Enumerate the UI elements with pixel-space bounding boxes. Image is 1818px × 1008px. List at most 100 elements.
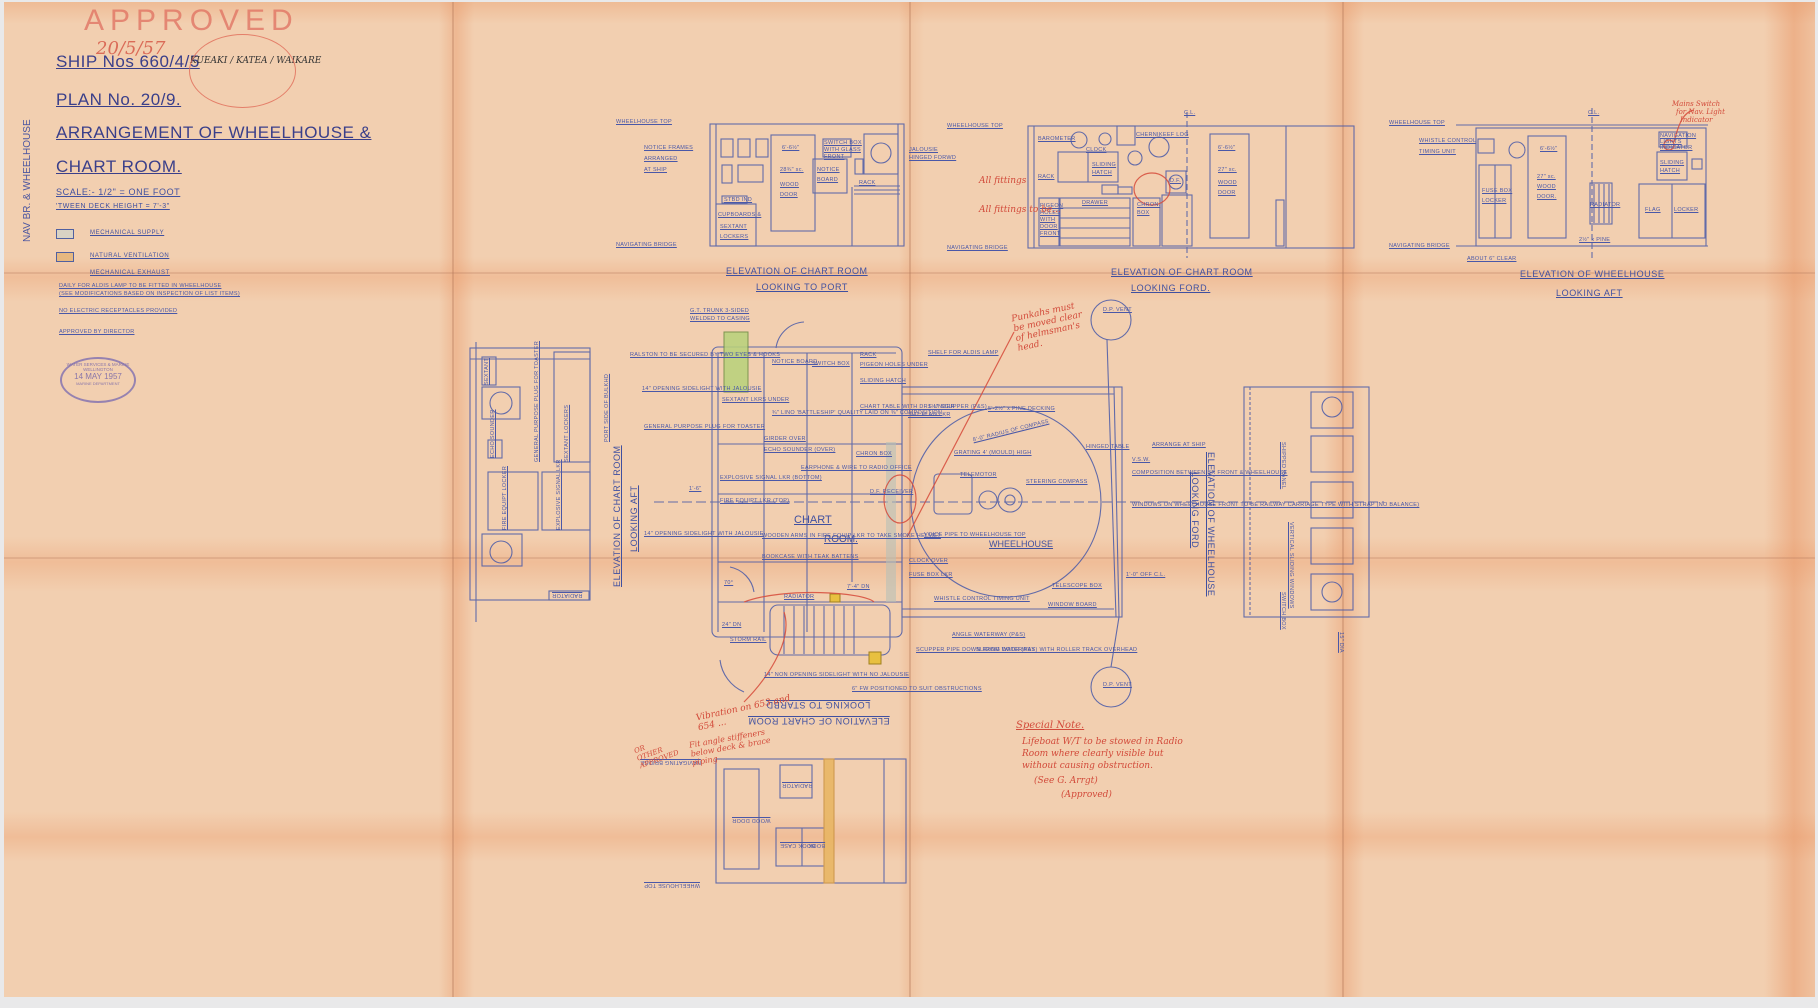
label: SHELF FOR ALDIS LAMP (928, 350, 999, 356)
label-wheelhouse-top: WHEELHOUSE TOP (1389, 120, 1445, 126)
label: ECHO SOUNDER (OVER) (764, 447, 836, 453)
label: SEXTANT (720, 224, 748, 230)
label: SEXTANT LOCKERS (564, 404, 570, 462)
label: 5'-2½" x PINE DECKING (988, 406, 1056, 412)
special-note-body: Lifeboat W/T to be stowed in Radio Room … (1022, 737, 1183, 771)
label: GIRDER OVER (764, 436, 806, 442)
stamp-line: MARINE DEPARTMENT (76, 381, 120, 386)
label: GENERAL PURPOSE PLUG FOR TOASTER (534, 340, 540, 462)
red-circle-annotation (189, 34, 296, 108)
label: JALOUSIE (909, 147, 938, 153)
drawing-title-line2: CHART ROOM. (56, 157, 182, 176)
fold-line (4, 272, 1815, 274)
red-annotation: All fittings to be... (979, 205, 1061, 215)
elevation-subtitle: LOOKING TO PORT (756, 282, 849, 292)
note: (SEE MODIFICATIONS BASED ON INSPECTION O… (59, 291, 241, 297)
label-wheelhouse-top: WHEELHOUSE TOP (947, 123, 1003, 129)
label: CHART TABLE WITH DRS UNDER (860, 404, 955, 410)
label: ANGLE WATERWAY (P&S) (952, 632, 1026, 638)
label: WOODEN ARMS IN FIRE EQUIP LKR TO TAKE SM… (762, 533, 941, 539)
label: ECHO SOUNDER (490, 409, 496, 458)
label: DOOR (1040, 224, 1058, 230)
approved-date: 20/5/57 (96, 38, 166, 59)
elevation-title: ELEVATION OF CHART ROOM (1111, 267, 1253, 277)
label: 6'-6½" (1540, 146, 1558, 152)
red-annotation: for Nav. Light (1676, 108, 1725, 116)
label: EARPHONE & WIRE TO RADIO OFFICE (801, 465, 912, 471)
label: 7'-4" DN (847, 584, 870, 590)
elevation-title: ELEVATION OF CHART ROOM (612, 445, 622, 587)
label: DOOR. (1537, 194, 1557, 200)
label: NOTICE BOARD (772, 359, 818, 365)
label: WOOD DOOR (732, 817, 771, 823)
label: RACK (1038, 174, 1055, 180)
label: FIRE EQUIPT LOCKER (502, 466, 508, 530)
label: RADIATOR (1590, 202, 1621, 208)
wheelhouse-label: WHEELHOUSE (989, 539, 1054, 549)
label: WINDOWS ON WHEELHOUSE FRONT TO BE RAILWA… (1132, 502, 1420, 508)
label: 6" FW POSITIONED TO SUIT OBSTRUCTIONS (852, 686, 982, 692)
label: RACK (859, 180, 876, 186)
elevation-subtitle: LOOKING AFT (629, 485, 639, 552)
label: BOOKCASE WITH TEAK BATTENS (762, 554, 859, 560)
elevation-subtitle: LOOKING AFT (1556, 288, 1623, 298)
label: EXPLOSIVE SIGNAL LKR (BOTTOM) (720, 475, 822, 481)
label: BOX (1137, 210, 1150, 216)
label: LIGHTS (1660, 139, 1682, 145)
label: SLIDING (1660, 160, 1685, 166)
label: DOOR (1218, 190, 1236, 196)
label: HINGED FORWD (909, 155, 957, 161)
elevation-title: ELEVATION OF CHART ROOM (726, 266, 868, 276)
label: RADIATOR (784, 594, 815, 600)
label: DRAWER (1082, 200, 1109, 206)
label: ¾" LINO 'BATTLESHIP' QUALITY LAID ON ⅜" … (772, 410, 943, 416)
label: 15" DIA (1338, 632, 1344, 653)
label: PIGEON HOLES UNDER (860, 362, 929, 368)
fold-line (452, 2, 454, 997)
label: 70° (724, 580, 734, 586)
label: TELESCOPE BOX (1052, 583, 1103, 589)
label: SLIDING HATCH (860, 378, 906, 384)
red-annotation: All fittings (979, 176, 1027, 186)
label: LOCKERS (720, 234, 749, 240)
label: VOICE PIPE TO WHEELHOUSE TOP (924, 532, 1026, 538)
stamp-date: 14 MAY 1957 (74, 372, 122, 381)
approved-stamp: APPROVED (84, 4, 299, 37)
label: BOOK (808, 842, 826, 848)
label: FRONT (824, 154, 845, 160)
label: PIGEON (1040, 203, 1064, 209)
chart-label: CHART (794, 514, 832, 526)
label: STORM RAIL (730, 637, 767, 643)
label: 6'-6½" (782, 145, 800, 151)
vent-label: D.P. VENT (1103, 307, 1132, 313)
label: CLOCK (1086, 147, 1107, 153)
label: EXPLOSIVE SIGNAL LKR (556, 459, 562, 530)
label: HATCH (1092, 170, 1113, 176)
label: RADIATOR (782, 782, 813, 788)
drawing-linework (469, 108, 1708, 884)
label: WOOD (1218, 180, 1237, 186)
label: 14" OPENING SIDELIGHT WITH JALOUSIE (644, 531, 764, 537)
label: 1'-6" (689, 486, 702, 492)
label-navigating-bridge: NAVIGATING BRIDGE (616, 242, 677, 248)
note: NO ELECTRIC RECEPTACLES PROVIDED (59, 308, 178, 314)
label: RALSTON TO BE SECURED BY TWO EYES & HOOK… (630, 352, 781, 358)
label: LOCKER (1674, 207, 1699, 213)
label: SHIPPED PANEL (1280, 442, 1286, 490)
label: SHT FLAG LKR (908, 412, 951, 418)
label: STEERING COMPASS (1026, 479, 1088, 485)
label: G.T. TRUNK 3-SIDED (690, 308, 750, 314)
label: ARRANGE AT SHIP (1152, 442, 1206, 448)
label: SWITCH BOX (1280, 592, 1286, 630)
label: CUPBOARDS & (718, 212, 762, 218)
label: WOOD (780, 182, 799, 188)
stamp-line: WELLINGTON (83, 367, 113, 372)
fold-line (909, 2, 911, 997)
legend-swatch-mechanical-supply (56, 229, 74, 239)
blueprint-sheet: APPROVED 20/5/57 SHIP Nos 660/4/5 KUEAKI… (4, 2, 1815, 997)
label: WHISTLE CONTROL (1419, 138, 1477, 144)
label: SWITCH BOX (824, 140, 862, 146)
label: WOOD (1537, 184, 1556, 190)
label: 1½" SCUPPER (P&S) (928, 404, 988, 410)
fold-line (4, 557, 1815, 559)
